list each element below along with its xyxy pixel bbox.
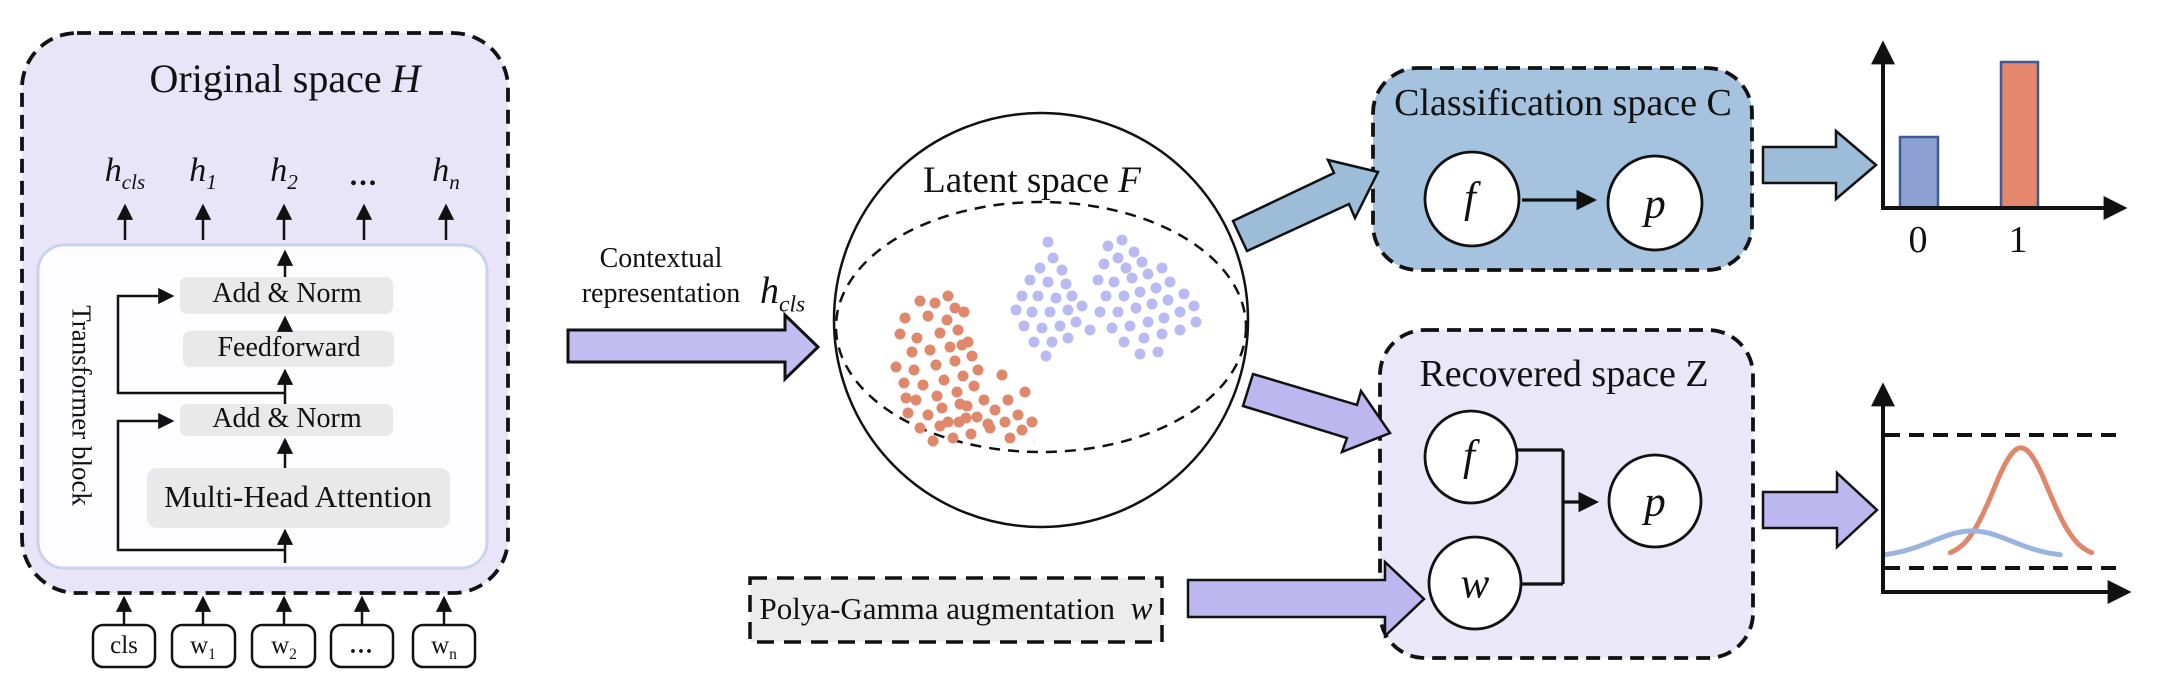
w2-base: w <box>271 632 290 659</box>
polya-gamma-box <box>748 576 1164 644</box>
transformer-block-label: Transformer block <box>66 305 97 506</box>
contextual-arrow <box>566 311 821 383</box>
bar-chart-bars <box>1898 60 2040 210</box>
latent-purple-dots <box>1010 234 1202 362</box>
arrow-polya-gamma-to-recovered <box>1186 559 1426 639</box>
feedforward-box <box>183 331 394 367</box>
bar-label-1: 1 <box>2008 219 2028 261</box>
arrow-latent-to-classification <box>1231 158 1380 253</box>
curve-chart <box>1871 382 2132 604</box>
residual-connections <box>116 249 294 563</box>
h-1-sub: 1 <box>206 169 217 194</box>
classification-node-f-label: f <box>1464 174 1476 222</box>
recovered-node-p-label: p <box>1644 478 1666 526</box>
output-arrows <box>116 203 455 240</box>
latent-sphere-equator <box>834 200 1248 454</box>
skip-connection-upper <box>116 287 285 395</box>
latent-orange-dots <box>890 290 1038 447</box>
classification-node-p <box>1606 154 1704 252</box>
recovered-node-f-label: f <box>1463 432 1475 480</box>
contextual-line2: representation <box>581 278 741 309</box>
multi-head-attention-label: Multi-Head Attention <box>164 479 432 514</box>
polya-gamma-text: Polya-Gamma augmentation <box>759 591 1116 626</box>
feedforward-label: Feedforward <box>217 332 361 363</box>
arrow-recovered-to-curves <box>1761 470 1879 550</box>
multi-head-attention-box <box>147 468 450 528</box>
token-box-cls <box>91 623 157 669</box>
token-label-w2: w2 <box>271 632 297 664</box>
original-space-title-text: Original space <box>149 56 392 101</box>
polya-gamma-symbol: w <box>1130 591 1153 627</box>
output-label-h-1: h1 <box>189 152 217 194</box>
w1-sub: 1 <box>208 646 216 663</box>
token-box-dots <box>329 623 395 669</box>
w2-sub: 2 <box>289 646 297 663</box>
token-label-w1: w1 <box>190 632 216 664</box>
arrow-classification-to-bars <box>1761 128 1878 202</box>
polya-gamma-label: Polya-Gamma augmentation w <box>759 591 1153 628</box>
token-label-dots: ... <box>350 633 374 659</box>
wn-sub: n <box>449 646 457 663</box>
skip-connection-lower <box>116 412 285 552</box>
token-box-w1 <box>170 623 237 669</box>
bar-label-0: 0 <box>1908 219 1928 261</box>
original-space-title-symbol: H <box>391 56 421 101</box>
recovered-connector-lines <box>1517 448 1565 586</box>
latent-space-title: Latent space F <box>923 161 1141 201</box>
classification-node-p-label: p <box>1644 180 1666 228</box>
contextual-h-cls: hcls <box>760 270 806 318</box>
encoder-layer-boxes <box>147 277 450 528</box>
latent-title-text: Latent space <box>923 160 1119 201</box>
contextual-h-base: h <box>760 270 779 312</box>
arrow-latent-to-recovered <box>1241 372 1392 455</box>
original-space-title: Original space H <box>149 57 420 100</box>
bar-chart <box>1871 40 2128 220</box>
recovered-space-title: Recovered space Z <box>1419 353 1709 395</box>
wn-base: w <box>431 632 450 659</box>
recovered-node-w-label: w <box>1460 560 1490 608</box>
output-label-h-n: hn <box>432 152 460 194</box>
add-norm-1-label: Add & Norm <box>212 278 362 309</box>
h-n-base: h <box>432 152 450 189</box>
h-cls-base: h <box>104 152 122 189</box>
latent-title-symbol: F <box>1118 160 1141 201</box>
output-label-h-cls: hcls <box>104 152 146 194</box>
token-boxes <box>91 623 477 669</box>
curve-chart-series <box>1882 445 2095 558</box>
h-cls-sub: cls <box>121 169 146 194</box>
output-label-dots: ... <box>349 159 379 192</box>
contextual-line1: Contextual <box>599 243 723 274</box>
h-2-base: h <box>270 152 288 189</box>
token-label-wn: wn <box>431 632 457 664</box>
recovered-node-f <box>1423 409 1519 505</box>
h-2-sub: 2 <box>287 169 298 194</box>
add-norm-2-label: Add & Norm <box>212 403 362 434</box>
add-norm-2-box <box>180 404 393 436</box>
output-label-h-2: h2 <box>270 152 298 194</box>
add-norm-1-box <box>180 277 393 314</box>
token-box-w2 <box>250 623 317 669</box>
classification-node-f <box>1423 150 1521 248</box>
w1-base: w <box>190 632 209 659</box>
classification-space-title: Classification space C <box>1394 82 1732 124</box>
h-n-sub: n <box>449 169 460 194</box>
recovered-node-p <box>1607 453 1703 549</box>
contextual-h-sub: cls <box>779 291 806 318</box>
token-box-wn <box>411 623 477 669</box>
h-1-base: h <box>189 152 207 189</box>
token-arrows <box>115 595 453 625</box>
token-label-cls: cls <box>110 632 138 659</box>
